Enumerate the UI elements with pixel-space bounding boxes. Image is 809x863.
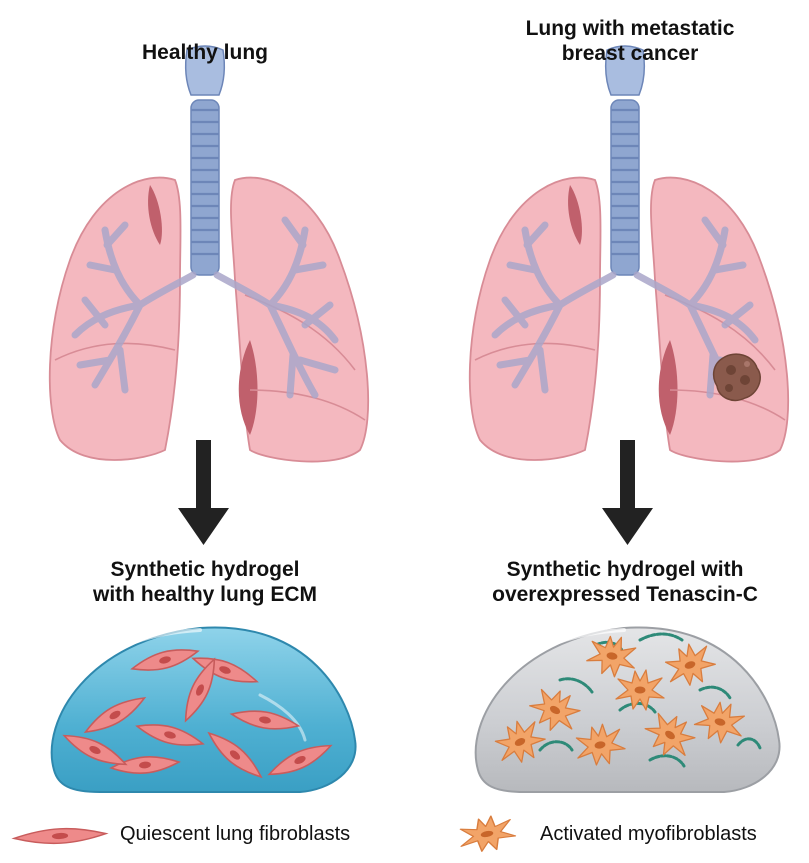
arrow-right (602, 440, 653, 545)
legend-fibroblast-icon (14, 826, 106, 845)
metastatic-lung-illustration (470, 46, 788, 462)
healthy-hydrogel-title-line1: Synthetic hydrogel (60, 557, 350, 582)
tenascin-hydrogel-title: Synthetic hydrogel with overexpressed Te… (465, 557, 785, 607)
metastatic-lung-title-line1: Lung with metastatic (480, 16, 780, 41)
healthy-lung-title: Healthy lung (85, 40, 325, 65)
legend-quiescent-label: Quiescent lung fibroblasts (120, 823, 350, 846)
metastatic-lung-title-line2: breast cancer (480, 41, 780, 66)
healthy-hydrogel (52, 627, 356, 792)
tenascin-hydrogel-title-line1: Synthetic hydrogel with (465, 557, 785, 582)
tenascin-hydrogel (476, 627, 780, 792)
metastatic-lung-title: Lung with metastatic breast cancer (480, 16, 780, 66)
tenascin-hydrogel-title-line2: overexpressed Tenascin-C (465, 582, 785, 607)
tumor-mass (714, 354, 761, 400)
healthy-hydrogel-title-line2: with healthy lung ECM (60, 582, 350, 607)
legend-myofibroblast-icon (457, 812, 517, 855)
healthy-lung-illustration (50, 46, 368, 462)
arrow-left (178, 440, 229, 545)
legend-activated-label: Activated myofibroblasts (540, 823, 757, 846)
healthy-hydrogel-title: Synthetic hydrogel with healthy lung ECM (60, 557, 350, 607)
